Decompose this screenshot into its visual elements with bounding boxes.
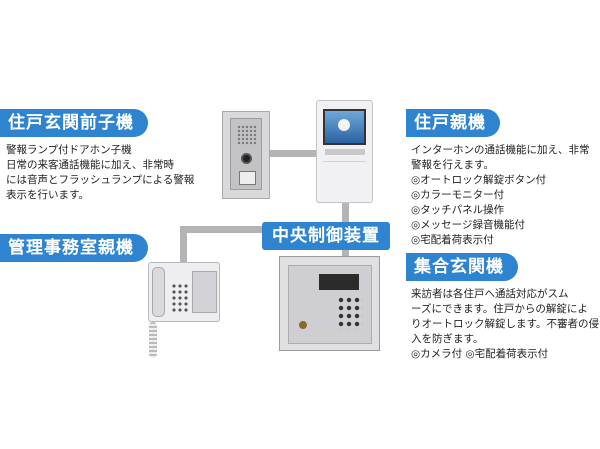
desc-line: りオートロック解錠します。不審者の侵 <box>411 318 599 330</box>
entrance-display-icon <box>319 274 359 290</box>
wire-mgmt-vertical <box>180 226 187 264</box>
door-station-image <box>222 111 270 199</box>
monitor-screen <box>323 109 366 145</box>
residence-monitor-image <box>316 100 373 203</box>
desc-line: には音声とフラッシュランプによる警報 <box>6 174 195 186</box>
wire-door-to-monitor <box>268 150 318 157</box>
monitor-buttons-icon <box>325 149 365 155</box>
desc-line: インターホンの通話機能に加え、非常 <box>411 144 590 156</box>
desc-line: 警報を行えます。 <box>411 159 494 171</box>
label-entrance-unit: 集合玄関機 <box>406 253 518 281</box>
desc-door-station: 警報ランプ付ドアホン子機 日常の来客通話機能に加え、非常時 には音声とフラッシュ… <box>6 143 194 203</box>
door-station-plate <box>230 118 262 190</box>
camera-icon <box>241 153 252 164</box>
keypad-icon <box>337 296 363 330</box>
desc-line: ◎タッチパネル操作 <box>411 204 505 216</box>
desc-line: ◎宅配着荷表示付 <box>411 234 494 246</box>
label-central-control: 中央制御装置 <box>262 222 390 250</box>
desc-line: ◎オートロック解錠ボタン付 <box>411 174 547 186</box>
label-residence-master: 住戸親機 <box>406 109 500 137</box>
desc-line: ◎カラーモニター付 <box>411 189 505 201</box>
desc-entrance-unit: 来訪者は各住戸へ通話対応がスム ーズにできます。住戸からの解錠によ りオートロッ… <box>411 287 599 362</box>
visitor-face-icon <box>338 119 350 131</box>
desc-line: 表示を行います。 <box>6 189 89 201</box>
entrance-unit-panel <box>288 265 372 344</box>
label-door-station: 住戸玄関前子機 <box>0 109 148 137</box>
desc-line: ◎メッセージ録音機能付 <box>411 219 525 231</box>
key-slot-icon <box>299 321 307 329</box>
desc-residence-master: インターホンの通話機能に加え、非常 警報を行えます。 ◎オートロック解錠ボタン付… <box>411 143 590 248</box>
management-master-image <box>148 262 220 322</box>
mgmt-panel-icon <box>192 271 217 313</box>
desc-line: ーズにできます。住戸からの解錠によ <box>411 303 588 315</box>
mgmt-keypad-icon <box>171 283 189 313</box>
handset-icon <box>152 267 165 317</box>
entrance-unit-image <box>279 256 380 351</box>
label-management-master: 管理事務室親機 <box>0 234 148 262</box>
desc-line: ◎カメラ付 ◎宅配着荷表示付 <box>411 348 549 360</box>
handset-cord-icon <box>149 322 157 358</box>
monitor-lower-panel <box>323 161 366 196</box>
speaker-grille-icon <box>237 125 257 145</box>
desc-line: 来訪者は各住戸へ通話対応がスム <box>411 288 569 300</box>
wire-mgmt-horizontal <box>180 226 272 233</box>
desc-line: 日常の来客通話機能に加え、非常時 <box>6 159 174 171</box>
desc-line: 入を防ぎます。 <box>411 333 484 345</box>
call-button-icon <box>239 171 256 185</box>
desc-line: 警報ランプ付ドアホン子機 <box>6 144 132 156</box>
